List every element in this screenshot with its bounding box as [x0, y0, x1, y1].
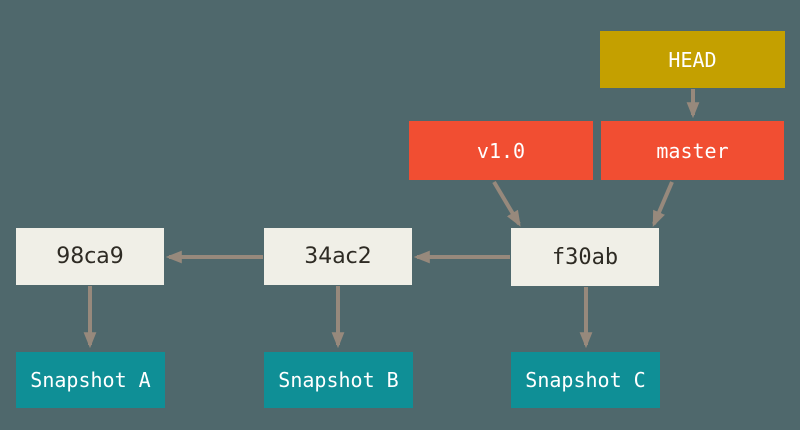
snapshot-b-label: Snapshot B [278, 368, 399, 392]
arrow-v1-to-f30ab [492, 180, 521, 227]
head-reference-box: HEAD [600, 31, 785, 88]
commit-f30ab-box: f30ab [511, 228, 659, 286]
head-label: HEAD [668, 47, 717, 72]
commit-34ac2-label: 34ac2 [304, 244, 372, 269]
snapshot-c-box: Snapshot C [511, 352, 660, 408]
branch-master-box: master [601, 121, 784, 180]
snapshot-a-label: Snapshot A [30, 368, 151, 392]
snapshot-b-box: Snapshot B [264, 352, 413, 408]
arrow-master-to-f30ab [652, 181, 674, 227]
snapshot-c-label: Snapshot C [525, 368, 646, 392]
branch-master-label: master [656, 138, 729, 163]
commit-34ac2-box: 34ac2 [264, 228, 412, 285]
commit-98ca9-label: 98ca9 [56, 244, 124, 269]
tag-v1-box: v1.0 [409, 121, 593, 180]
commit-98ca9-box: 98ca9 [16, 228, 164, 285]
tag-v1-label: v1.0 [476, 138, 526, 163]
commit-f30ab-label: f30ab [551, 244, 619, 270]
snapshot-a-box: Snapshot A [16, 352, 165, 408]
